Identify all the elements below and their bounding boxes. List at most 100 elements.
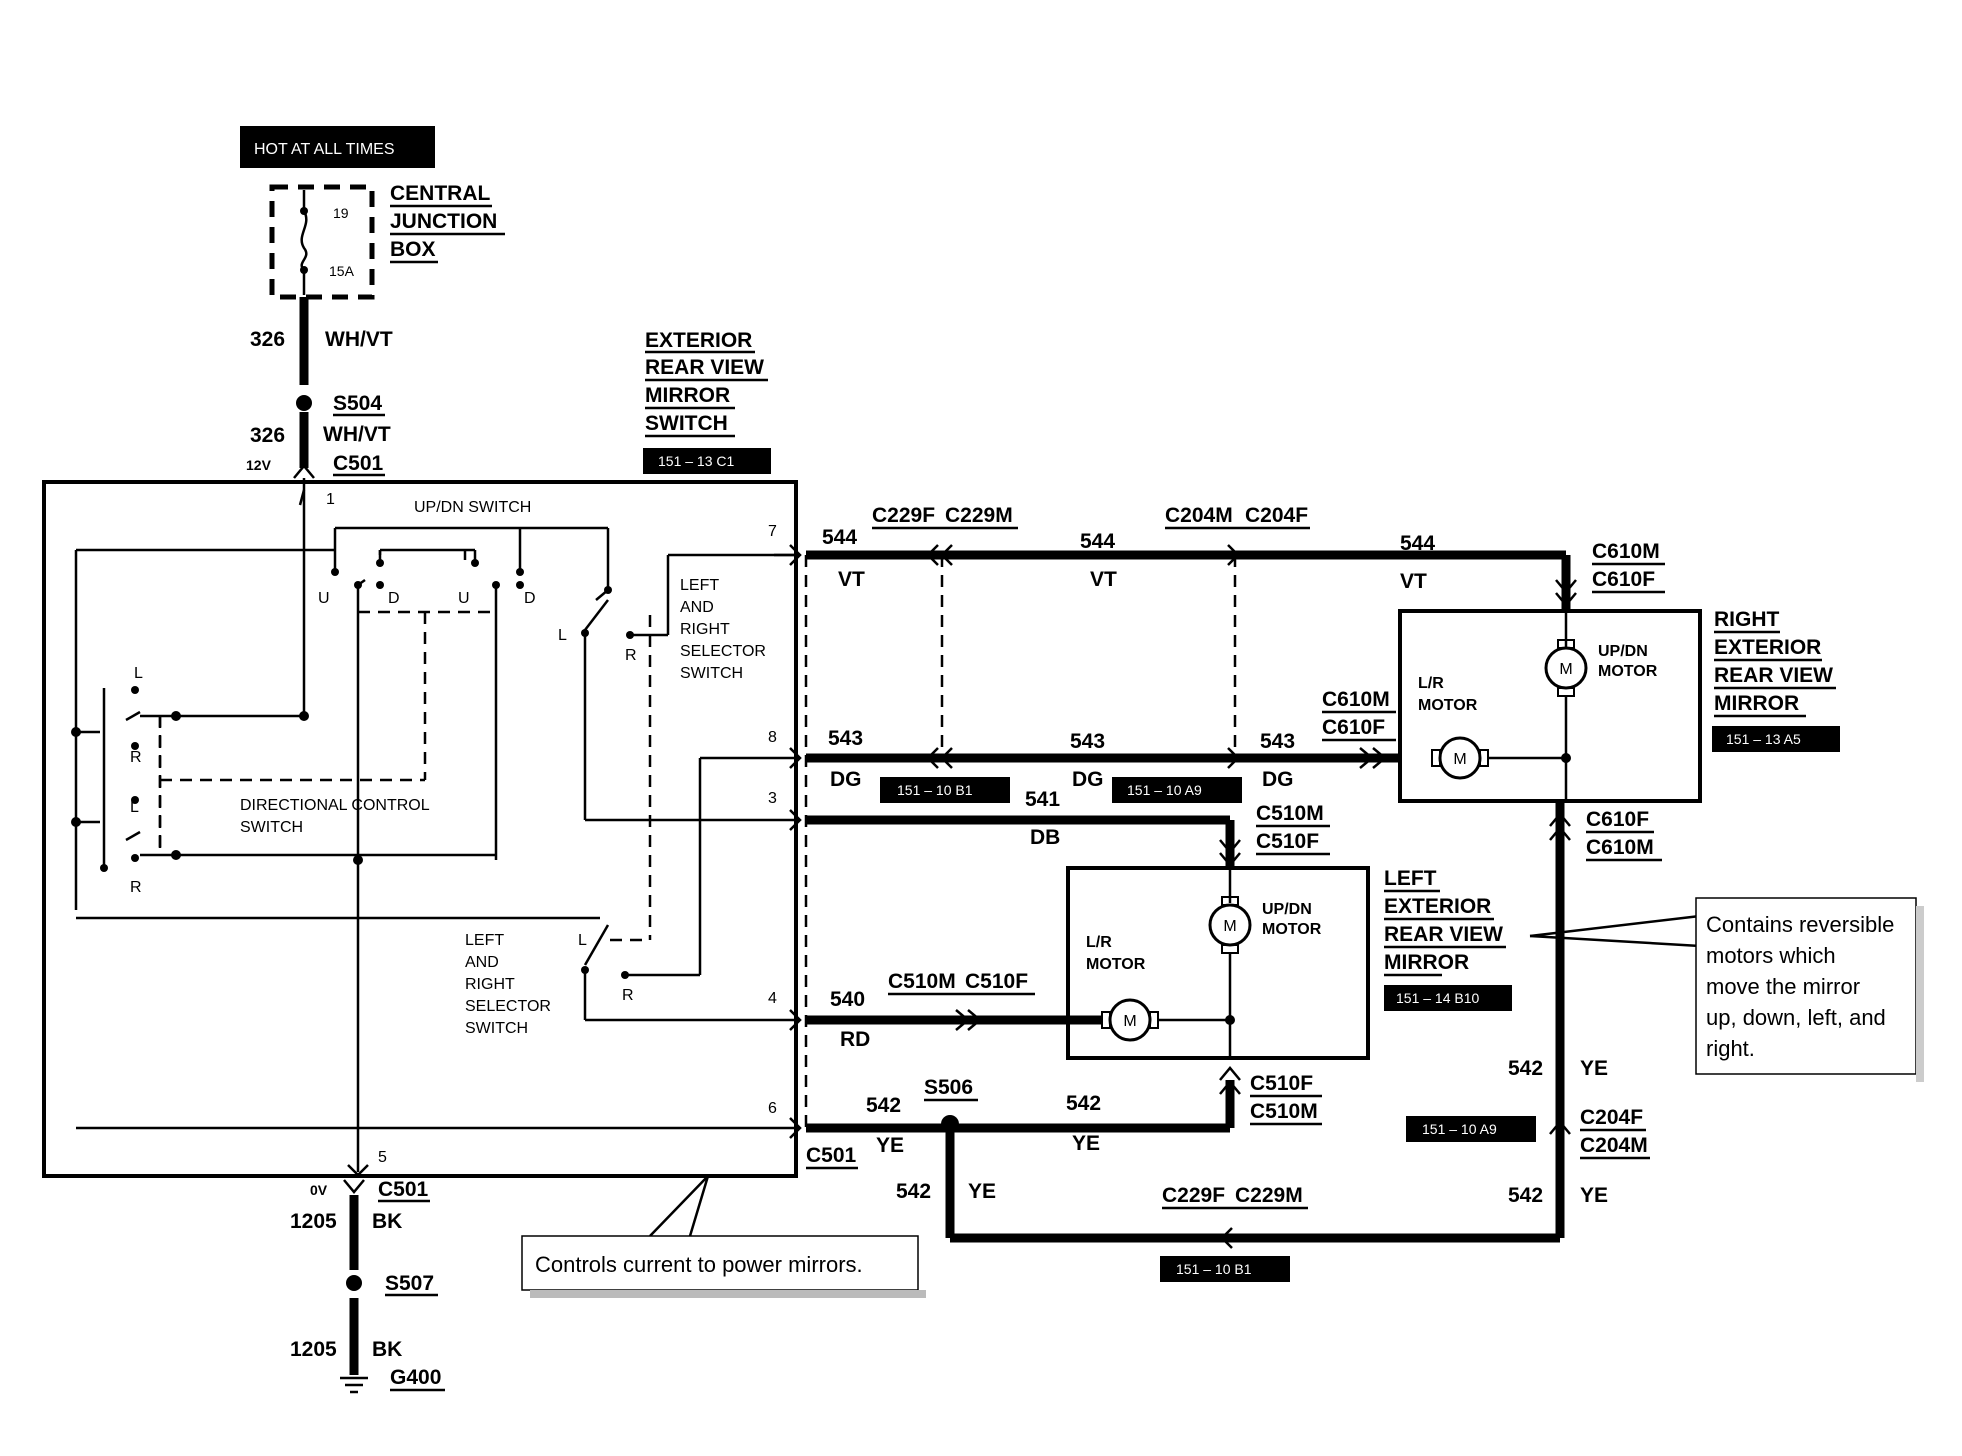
sel-top-r: R bbox=[625, 647, 637, 664]
left-lr-2: MOTOR bbox=[1086, 956, 1146, 973]
w542-4-num: 542 bbox=[1508, 1057, 1543, 1080]
pin-8: 8 bbox=[768, 729, 777, 746]
ref-542-bottom: 151 – 10 B1 bbox=[1176, 1261, 1252, 1277]
c510m-1: C510M bbox=[1256, 802, 1324, 825]
hot-at-all-times-box bbox=[240, 126, 435, 168]
fuse-number: 19 bbox=[333, 205, 349, 221]
w543-2-color: DG bbox=[1072, 768, 1104, 791]
pin-4: 4 bbox=[768, 990, 777, 1007]
w542-4-color: YE bbox=[1580, 1057, 1608, 1080]
switch-title-4: SWITCH bbox=[645, 412, 728, 435]
left-mirror-title-2: EXTERIOR bbox=[1384, 895, 1491, 918]
dir-label-2: SWITCH bbox=[240, 819, 303, 836]
sw-d1: D bbox=[388, 590, 400, 607]
switch-title-3: MIRROR bbox=[645, 384, 730, 407]
right-updn-motor-icon: M bbox=[1544, 639, 1588, 697]
sel-top-3: RIGHT bbox=[680, 621, 730, 638]
w543-1-color: DG bbox=[830, 768, 862, 791]
c610f-2: C610F bbox=[1322, 716, 1385, 739]
w544-2-color: VT bbox=[1090, 568, 1117, 591]
sw-u2: U bbox=[458, 590, 470, 607]
wire-1205a-num: 1205 bbox=[290, 1210, 337, 1233]
callout-reversible-box bbox=[1695, 897, 1917, 1075]
right-updn-m: M bbox=[1559, 661, 1572, 678]
w542-3-color: YE bbox=[968, 1180, 996, 1203]
callout-reversible-3: move the mirror bbox=[1706, 974, 1860, 999]
pin-3: 3 bbox=[768, 790, 777, 807]
w543-2-num: 543 bbox=[1070, 730, 1105, 753]
dir-l2: L bbox=[130, 799, 139, 816]
c610f-1: C610F bbox=[1592, 568, 1655, 591]
wire-1205b-color: BK bbox=[372, 1338, 402, 1361]
w543-1-num: 543 bbox=[828, 727, 863, 750]
w543-3-num: 543 bbox=[1260, 730, 1295, 753]
connector-c510-common bbox=[1219, 1066, 1241, 1095]
w542-2-num: 542 bbox=[1066, 1092, 1101, 1115]
sel-top-l: L bbox=[558, 627, 567, 644]
w544-1-color: VT bbox=[838, 568, 865, 591]
dir-l1: L bbox=[134, 665, 143, 682]
ref-switch: 151 – 13 C1 bbox=[658, 453, 734, 469]
switch-assembly-box bbox=[42, 480, 798, 1178]
c610m-2: C610M bbox=[1322, 688, 1390, 711]
connector-c204-543 bbox=[1227, 747, 1240, 769]
c501-top-label: C501 bbox=[333, 452, 384, 475]
left-updn-1: UP/DN bbox=[1262, 901, 1312, 918]
sel-bot-l: L bbox=[578, 932, 587, 949]
s507-label: S507 bbox=[385, 1272, 434, 1295]
connector-c229-543 bbox=[926, 747, 953, 769]
left-mirror-title-3: REAR VIEW bbox=[1384, 923, 1503, 946]
right-lr-m: M bbox=[1453, 751, 1466, 768]
callout-reversible-4: up, down, left, and bbox=[1706, 1005, 1886, 1030]
c204m-1: C204M bbox=[1165, 504, 1233, 527]
wire-326-color: WH/VT bbox=[325, 328, 393, 351]
c510m-2: C510M bbox=[888, 970, 956, 993]
c229f-2: C229F bbox=[1162, 1184, 1225, 1207]
right-lr-motor-icon: M bbox=[1431, 736, 1489, 780]
wire-1205a-color: BK bbox=[372, 1210, 402, 1233]
sel-bot-4: SELECTOR bbox=[465, 998, 551, 1015]
w544-3-num: 544 bbox=[1400, 532, 1435, 555]
right-mirror-title-2: EXTERIOR bbox=[1714, 636, 1821, 659]
wire-326-num: 326 bbox=[250, 328, 285, 351]
cjb-label-1: CENTRAL bbox=[390, 182, 490, 205]
splice-s507 bbox=[346, 1275, 362, 1291]
sw-u1: U bbox=[318, 590, 330, 607]
c229m-2: C229M bbox=[1235, 1184, 1303, 1207]
left-lr-1: L/R bbox=[1086, 934, 1112, 951]
pin-6: 6 bbox=[768, 1100, 777, 1117]
w543-3-color: DG bbox=[1262, 768, 1294, 791]
connector-c501-top bbox=[293, 464, 315, 479]
left-lr-m: M bbox=[1123, 1013, 1136, 1030]
cjb-label-3: BOX bbox=[390, 238, 436, 261]
cjb-label-2: JUNCTION bbox=[390, 210, 497, 233]
pin-7: 7 bbox=[768, 523, 777, 540]
left-updn-2: MOTOR bbox=[1262, 921, 1322, 938]
c510m-3: C510M bbox=[1250, 1100, 1318, 1123]
ref-left-mirror: 151 – 14 B10 bbox=[1396, 990, 1480, 1006]
connector-c610-common bbox=[1549, 812, 1571, 841]
dir-label-1: DIRECTIONAL CONTROL bbox=[240, 797, 430, 814]
w540-num: 540 bbox=[830, 988, 865, 1011]
sel-bot-5: SWITCH bbox=[465, 1020, 528, 1037]
connector-c204-544 bbox=[1227, 544, 1240, 566]
w544-2-num: 544 bbox=[1080, 530, 1115, 553]
wire-326b-num: 326 bbox=[250, 424, 285, 447]
right-lr-1: L/R bbox=[1418, 675, 1444, 692]
connector-c510-lr bbox=[955, 1009, 982, 1031]
wire-326b-color: WH/VT bbox=[323, 423, 391, 446]
connector-c204-542 bbox=[1549, 1120, 1571, 1135]
c501-right: C501 bbox=[806, 1144, 857, 1167]
w544-3-color: VT bbox=[1400, 570, 1427, 593]
fuse-icon bbox=[300, 210, 308, 271]
fuse-rating: 15A bbox=[329, 263, 355, 279]
connector-c610-lr bbox=[1359, 747, 1387, 769]
right-mirror-title-4: MIRROR bbox=[1714, 692, 1799, 715]
connector-c610-updn bbox=[1555, 579, 1577, 607]
sel-bot-1: LEFT bbox=[465, 932, 504, 949]
c204m-2: C204M bbox=[1580, 1134, 1648, 1157]
w540-color: RD bbox=[840, 1028, 870, 1051]
w542-2-color: YE bbox=[1072, 1132, 1100, 1155]
callout-reversible-1: Contains reversible bbox=[1706, 912, 1894, 937]
